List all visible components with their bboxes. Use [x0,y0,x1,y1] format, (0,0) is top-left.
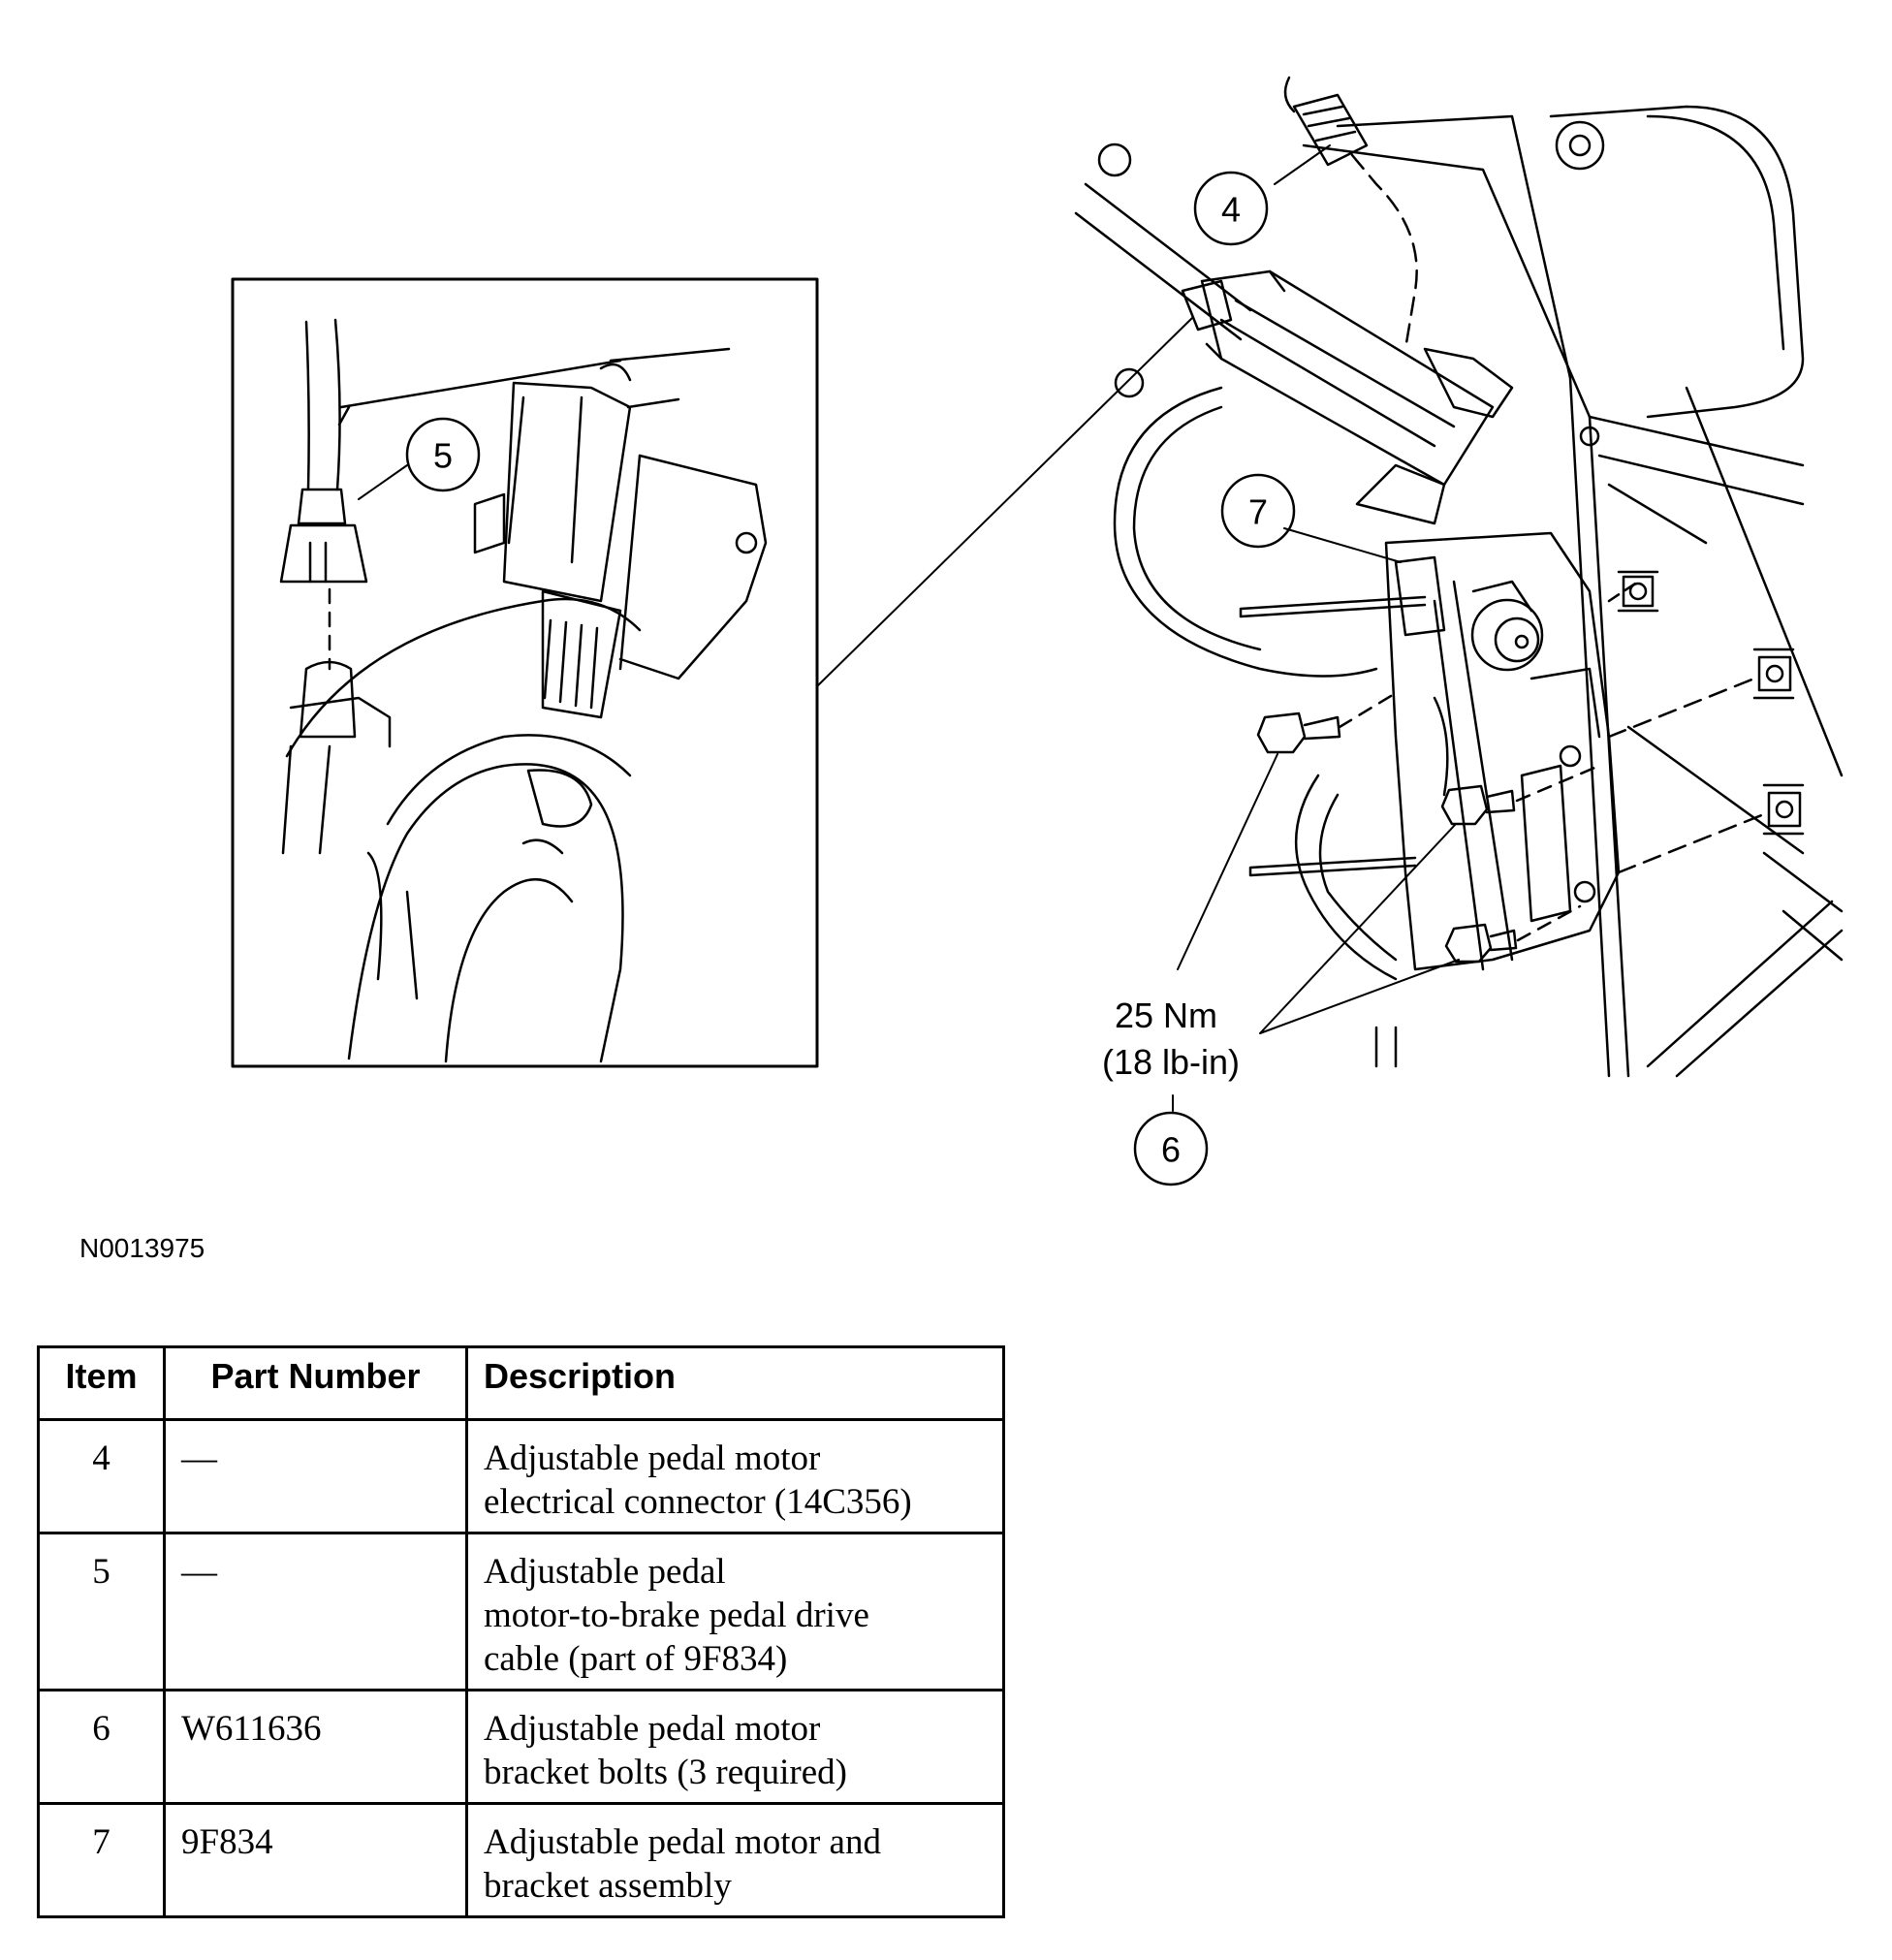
inset-motor-module [473,381,768,719]
description-line: electrical connector (14C356) [484,1482,912,1522]
cell-part-number: W611636 [163,1689,468,1805]
table-row: 6 W611636 Adjustable pedal motor bracket… [37,1689,1005,1805]
torque-leader-lines [1177,753,1460,1034]
description-line: motor-to-brake pedal drive [484,1596,869,1635]
clip-nut-middle [1607,648,1795,739]
description-line: Adjustable pedal [484,1552,726,1592]
cell-item: 7 [37,1802,166,1918]
cell-item: 6 [37,1689,166,1805]
bracket-assembly [1384,531,1621,971]
callout-4 [1193,144,1331,246]
parts-table: Item Part Number Description 4 — Adjusta… [37,1345,1005,1918]
callout-6-number: 6 [1161,1130,1181,1170]
cell-description: Adjustable pedal motor electrical connec… [465,1418,1005,1534]
description-line: Adjustable pedal motor [484,1709,821,1749]
torque-spec-nm: 25 Nm [1115,996,1217,1035]
callout-7-number: 7 [1248,492,1268,532]
figure-id: N0013975 [79,1233,205,1263]
cell-description: Adjustable pedal motor and bracket assem… [465,1802,1005,1918]
callout-5-number: 5 [433,436,453,476]
cell-item: 5 [37,1532,166,1691]
header-item: Item [37,1345,166,1421]
torque-spec-lbin: (18 lb-in) [1102,1042,1240,1082]
detail-inset [231,277,1193,1068]
inset-frame [231,277,819,1068]
callout-5 [358,417,481,500]
description-line: Adjustable pedal motor and [484,1822,881,1862]
table-header-row: Item Part Number Description [37,1345,1005,1421]
description-line: cable (part of 9F834) [484,1639,788,1679]
clip-nut-upper [1607,570,1659,613]
description-line: bracket assembly [484,1866,732,1906]
header-part-number: Part Number [163,1345,468,1421]
table-row: 7 9F834 Adjustable pedal motor and brack… [37,1802,1005,1918]
callout-6 [1133,1111,1209,1186]
cell-part-number: 9F834 [163,1802,468,1918]
cell-part-number: — [163,1532,468,1691]
table-row: 4 — Adjustable pedal motor electrical co… [37,1418,1005,1534]
main-view [1074,76,1844,1112]
cell-description: Adjustable pedal motor-to-brake pedal dr… [465,1532,1005,1691]
description-line: Adjustable pedal motor [484,1438,821,1478]
drive-cable [279,318,368,671]
callout-7 [1220,473,1402,563]
bracket-bolts [1256,691,1601,964]
cell-item: 4 [37,1418,166,1534]
cell-description: Adjustable pedal motor bracket bolts (3 … [465,1689,1005,1805]
inset-leader-line [816,317,1193,687]
cell-part-number: — [163,1418,468,1534]
exploded-view-illustration: 4 5 6 7 25 Nm (18 lb-in) [231,76,1844,1186]
pedal-motor [1181,269,1514,525]
table-row: 5 — Adjustable pedal motor-to-brake peda… [37,1532,1005,1691]
header-description: Description [465,1345,1005,1421]
description-line: bracket bolts (3 required) [484,1753,847,1792]
callout-4-number: 4 [1221,190,1241,230]
clip-nut-lower [1617,783,1805,874]
electrical-connector [1283,76,1418,351]
